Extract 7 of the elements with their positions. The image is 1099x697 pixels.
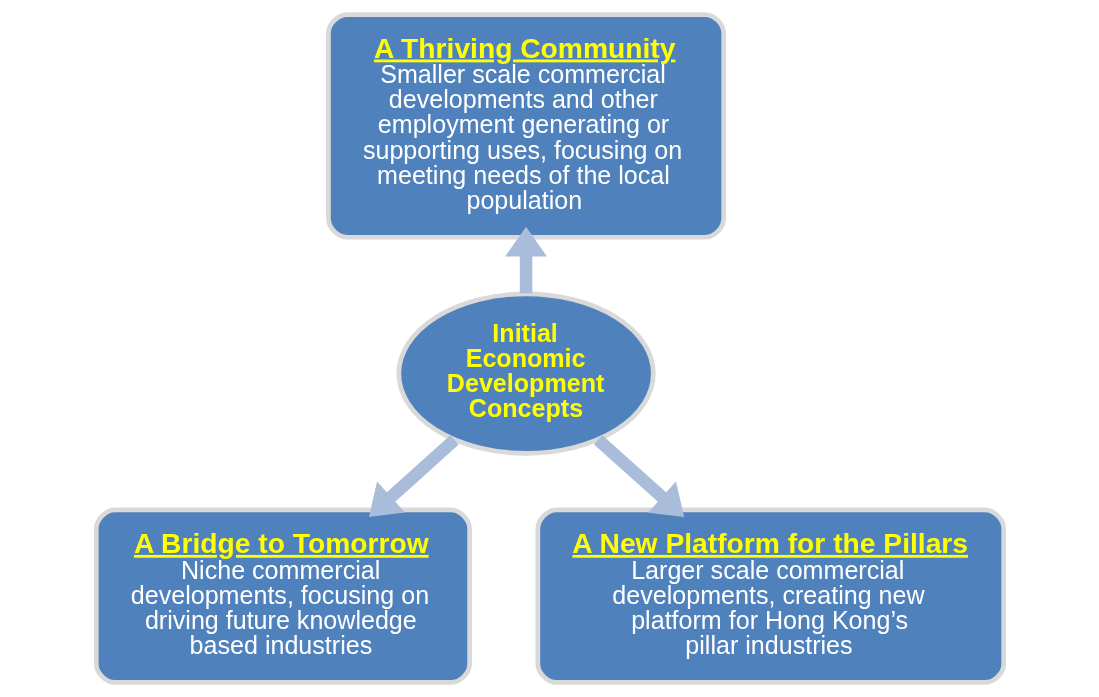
arrow xyxy=(504,226,547,294)
arrow xyxy=(368,435,459,517)
node-ellipse: Initial Economic Development Concepts xyxy=(395,291,656,456)
node-box: A Bridge to Tomorrow Niche commercial developments, focusing on driving future knowledge based industries xyxy=(93,507,472,685)
node-box: A Thriving Community Smaller scale commercial developments and other employment generating or supporting uses, focusing on meeting needs of the local population xyxy=(325,12,726,240)
node-box: A New Platform for the Pillars Larger scale commercial developments, creating new platform for Hong Kong’s pillar industries xyxy=(535,507,1006,685)
arrow xyxy=(593,435,684,517)
